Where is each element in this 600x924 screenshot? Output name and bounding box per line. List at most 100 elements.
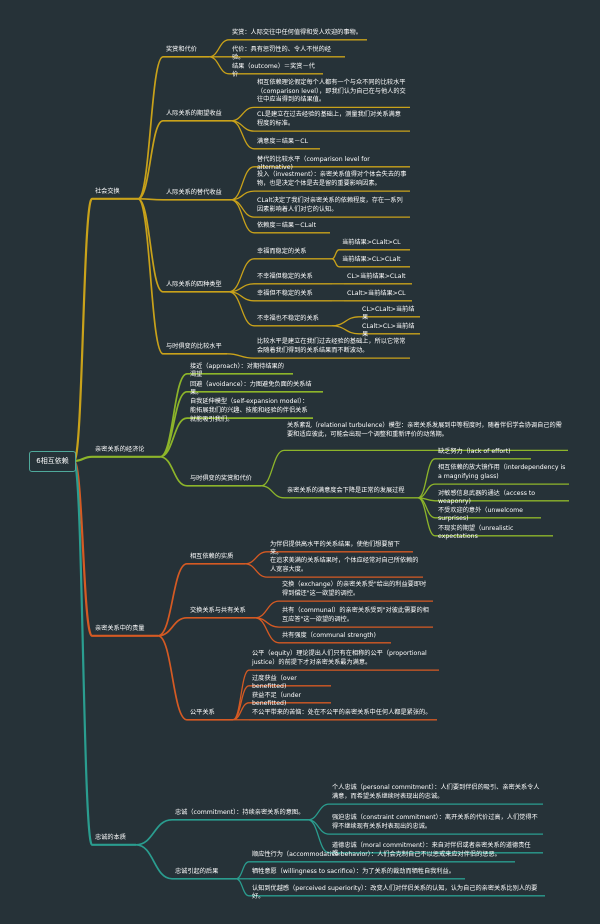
topic-2-0-1[interactable]: 在追求美满的关系结果时，个体应经常对自己所依赖的人宽容大度。: [270, 557, 419, 573]
topic-3-1-0[interactable]: 顺应性行为（accommodative behavior）：人们会克制自己不以惩…: [252, 850, 501, 858]
connector-0-3-0-1: [331, 258, 340, 268]
connector-3-0: [135, 818, 173, 846]
topic-0-3-0-1[interactable]: 当前结果>CL>CLalt: [342, 255, 401, 263]
topic-2-1-0[interactable]: 交换（exchange）的亲密关系受"给出的利益要即时得到偿还"这一欲望的调控。: [282, 581, 427, 597]
connector-0-0-2: [208, 56, 230, 75]
connector-1: [73, 455, 93, 463]
topic-1-3[interactable]: 与时俱变的奖赏和代价: [190, 474, 252, 482]
topic-0-0-2[interactable]: 结果（outcome）＝奖赏－代价: [232, 62, 315, 79]
connector-3-1-0: [235, 861, 250, 880]
topic-1-0[interactable]: 接近（approach）：对期待结果的渴望: [190, 362, 284, 379]
topic-3-1-2[interactable]: 认知到优越感（perceived superiority）：改变人们对伴侣关系的…: [252, 884, 538, 901]
topic-1-3-0[interactable]: 关系紊乱（relational turbulence）模型：亲密关系发展到中等程…: [287, 422, 562, 438]
topic-1-3-1-1[interactable]: 相互依赖的放大镜作用（interdependency is a magnifyi…: [438, 464, 568, 480]
connector-0-1: [137, 119, 164, 200]
connector-2: [72, 459, 94, 637]
topic-0-3-3-1[interactable]: CLalt>CL>当前结果: [362, 322, 415, 339]
topic-2-2[interactable]: 公平关系: [190, 708, 215, 716]
topic-0-3-1-0[interactable]: CL>当前结果>CLalt: [347, 272, 406, 280]
connector-3-1: [135, 843, 173, 880]
connector-0-1-0: [230, 106, 255, 122]
topic-1-1[interactable]: 回避（avoidance）：力图避免负面的关系结果。: [190, 380, 312, 397]
connector-1-1: [159, 390, 188, 458]
topic-0-1-1[interactable]: CL是建立在过去经验的基础上，测量我们对关系满意程度的标准。: [257, 111, 401, 127]
branch-1[interactable]: 亲密关系的经济论: [95, 445, 145, 453]
topic-0-3-0[interactable]: 幸福而稳定的关系: [257, 247, 307, 255]
topic-3-0-0[interactable]: 个人忠诚（personal commitment）：人们要到伴侣的吸引、亲密关系…: [332, 784, 540, 800]
topic-0-3-1[interactable]: 不幸福但稳定的关系: [257, 272, 313, 280]
branch-3[interactable]: 忠诚的本质: [95, 833, 126, 841]
topic-2-1-2[interactable]: 共有强度（communal strength): [282, 631, 376, 639]
connector-1-0: [159, 372, 188, 458]
topic-0-3-0-0[interactable]: 当前结果>CLalt>CL: [342, 238, 401, 246]
branch-2[interactable]: 亲密关系中的责量: [95, 624, 145, 632]
topic-0-1[interactable]: 人际关系的期望收益: [166, 109, 222, 117]
connector-0-2-3: [230, 199, 255, 234]
connector-0-3-3-0: [331, 316, 360, 327]
topic-1-3-1[interactable]: 亲密关系的满意度会下降是正常的发展过程: [287, 486, 405, 494]
topic-0-4[interactable]: 与时俱变的比较水平: [166, 342, 222, 350]
topic-0-0[interactable]: 奖赏和代价: [166, 45, 197, 53]
topic-2-2-2[interactable]: 获益不足（under benefitted): [252, 691, 304, 708]
connector-2-1-2: [254, 617, 280, 644]
root-node[interactable]: 6相互依赖: [29, 451, 76, 472]
connector-1-3-1-4: [417, 497, 436, 537]
connector-0-0-0: [208, 39, 230, 58]
connector-2-2: [157, 634, 188, 721]
connector-1-3: [159, 455, 188, 487]
topic-3-0-2[interactable]: 道德忠诚（moral commitment）：来自对伴侣或者亲密关系的道德责任感…: [332, 841, 531, 858]
topic-2-1[interactable]: 交换关系与共有关系: [190, 606, 246, 614]
connector-1-2: [159, 417, 188, 458]
connector-1-3-0: [260, 449, 285, 487]
topic-0-1-2[interactable]: 满意度＝结果－CL: [257, 137, 309, 145]
topic-0-1-0[interactable]: 相互依赖理论假定每个人都有一个与众不同的比较水平（comparison leve…: [257, 79, 406, 104]
topic-3-0-1[interactable]: 强迫忠诚（constraint commitment）：离开关系的代价过高，人们…: [332, 814, 538, 830]
topic-0-3[interactable]: 人际关系的四种类型: [166, 280, 222, 288]
connector-1-3-1: [260, 485, 285, 499]
topic-0-3-3[interactable]: 不幸福也不稳定的关系: [257, 314, 319, 322]
topic-0-3-2-0[interactable]: CLalt>当前结果>CL: [347, 289, 406, 297]
topic-2-1-1[interactable]: 共有（communal）的亲密关系受到"对彼此需要的相互应答"这一欲望的调控。: [282, 607, 429, 623]
topic-0-2[interactable]: 人际关系的替代收益: [166, 188, 222, 196]
topic-2-2-0[interactable]: 公平（equity）理论提出人们只有在相称的公平（proportional ju…: [252, 650, 429, 666]
connector-3-1-2: [235, 878, 250, 897]
topic-0-2-3[interactable]: 依赖度＝结果－CLalt: [257, 221, 317, 229]
connector-1-3-1-0: [417, 458, 436, 499]
connector-0-3-0: [228, 258, 255, 293]
connector-2-1: [157, 616, 188, 637]
topic-1-3-1-2[interactable]: 对敏感信息武器的通达（access to weaponry): [438, 489, 538, 506]
connector-0-4-0: [226, 353, 255, 359]
connector-3-0-2: [307, 819, 330, 854]
topic-1-3-1-0[interactable]: 缺乏努力（lack of effort): [438, 447, 511, 455]
connector-0-3-3-1: [331, 325, 360, 335]
topic-2-2-1[interactable]: 过度获益（over benefitted): [252, 674, 299, 691]
topic-0-4-0[interactable]: 比较水平是建立在我们过去经验的基础上，所以它常常会随着我们得到的关系结果而不断波…: [257, 338, 406, 354]
topic-2-0[interactable]: 相互依赖的实质: [190, 552, 234, 560]
topic-3-0[interactable]: 忠诚（commitment）：持续亲密关系的意图。: [175, 808, 305, 816]
topic-0-0-0[interactable]: 奖赏：人际交往中任何值得和受人欢迎的事物。: [232, 28, 362, 36]
topic-3-1-1[interactable]: 牺牲意愿（willingness to sacrifice）：为了关系的裁劲而牺…: [252, 867, 455, 875]
topic-0-2-1[interactable]: 投入（investment）：亲密关系值得对个体会失去的事物，也是决定个体是去是…: [257, 171, 407, 187]
topic-2-2-3[interactable]: 不公平带来的苦恼：处在不公平的亲密关系中任何人都是紧张的。: [252, 708, 432, 716]
topic-0-2-2[interactable]: CLalt决定了我们对亲密关系的依赖程度，存在一系列因素影响着人们对它的认知。: [257, 197, 403, 213]
connector-0: [72, 197, 94, 463]
connector-2-0-1: [244, 563, 268, 578]
topic-0-2-0[interactable]: 替代的比较水平（comparison level for alternative…: [257, 155, 372, 172]
connector-0-2-0: [230, 166, 255, 201]
connector-0-4: [137, 197, 164, 355]
topic-1-2[interactable]: 自我延伸模型（self-expansion model）：能拓展我们的兴趣、技能…: [190, 398, 309, 423]
branch-0[interactable]: 社会交换: [95, 187, 120, 195]
topic-0-3-3-0[interactable]: CL>CLalt>当前结果: [362, 305, 415, 322]
connector-0-3-3: [228, 291, 255, 327]
connector-0-0: [137, 55, 164, 200]
connector-3: [72, 459, 94, 846]
topic-3-1[interactable]: 忠诚引起的后果: [175, 867, 219, 875]
connector-2-0-0: [244, 551, 268, 565]
topic-0-3-2[interactable]: 幸福但不稳定的关系: [257, 289, 313, 297]
topic-2-0-0[interactable]: 为伴侣提供高水平的关系结果，使他们想要留下来。: [270, 540, 400, 557]
topic-1-3-1-4[interactable]: 不现实的期望（unrealistic expectations: [438, 524, 516, 541]
topic-0-0-1[interactable]: 代价：具有惩罚性的、令人不悦的经验。: [232, 45, 331, 62]
topic-1-3-1-3[interactable]: 不受欢迎的意外（unwelcome surprises): [438, 506, 525, 523]
